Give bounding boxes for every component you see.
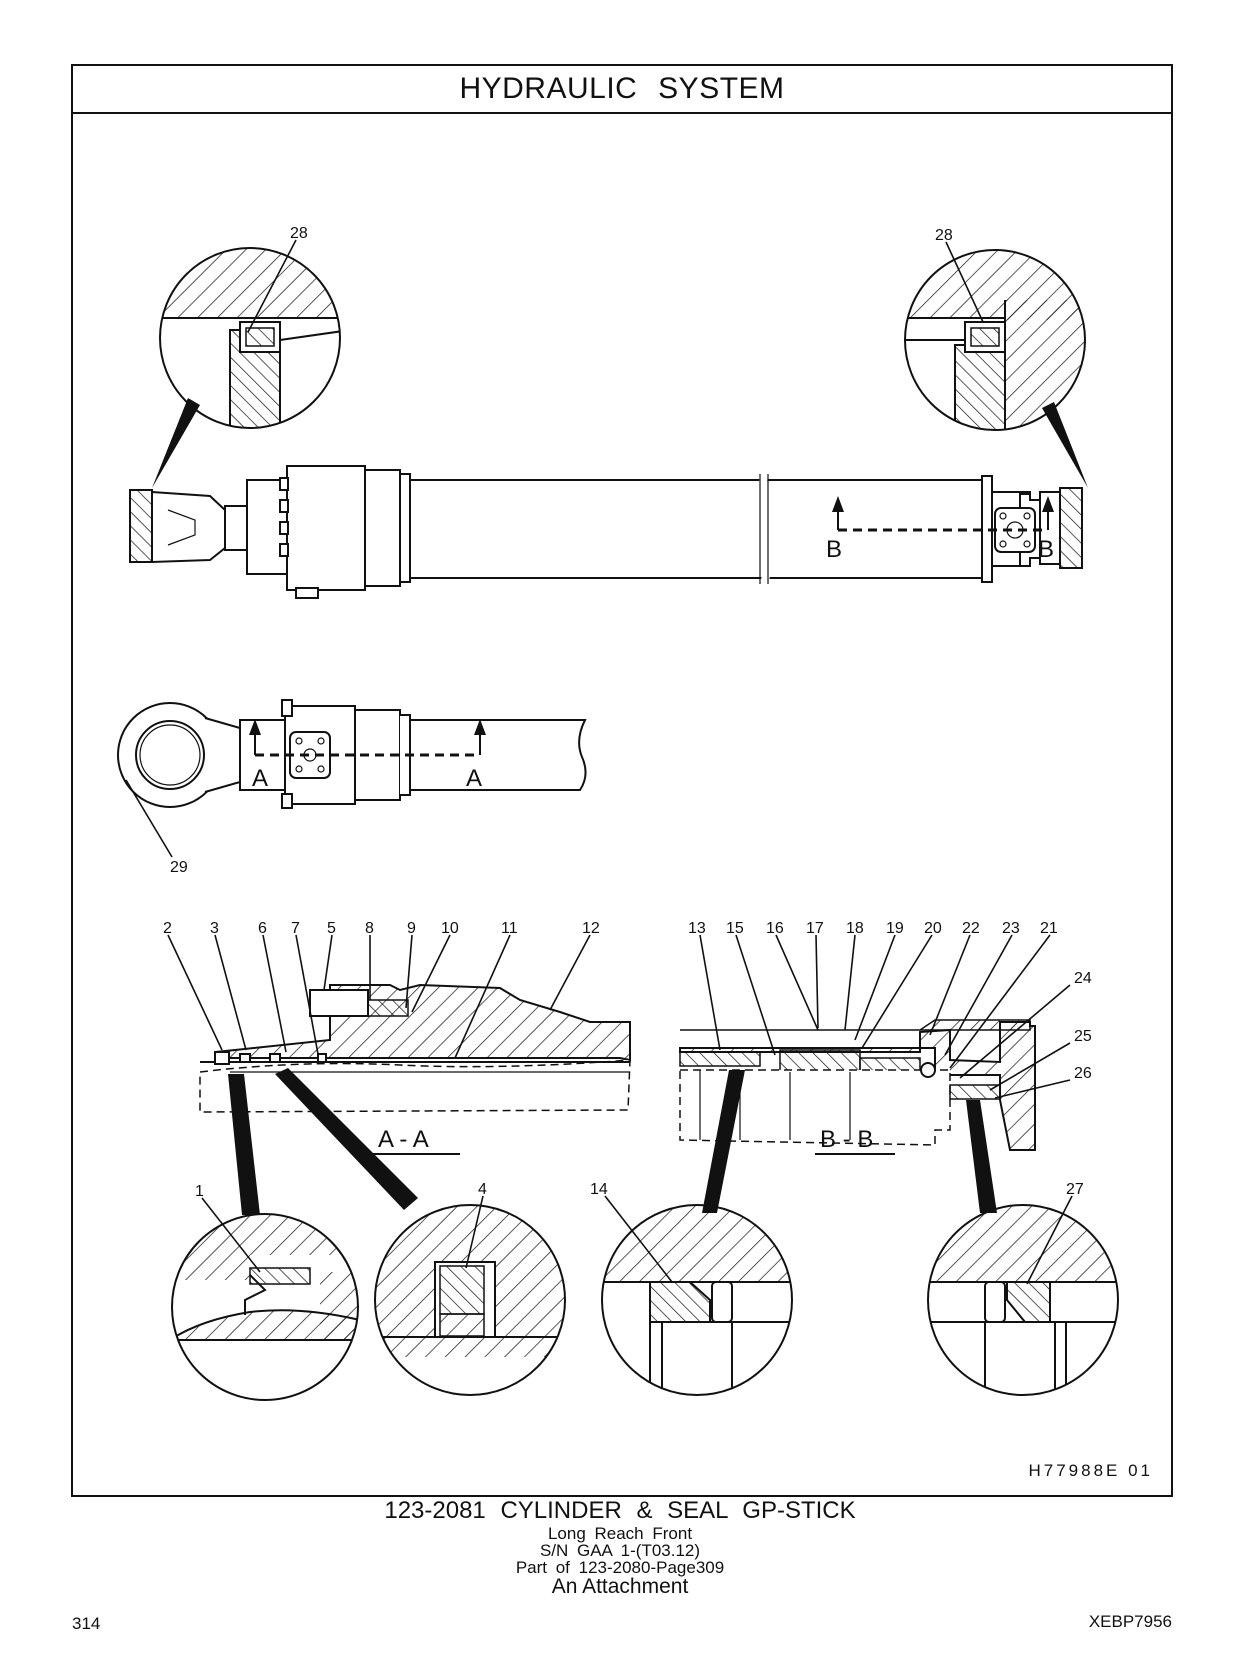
section-title-bb: B - B bbox=[820, 1126, 873, 1153]
callout-25: 25 bbox=[1074, 1028, 1092, 1045]
title-bar: HYDRAULIC SYSTEM bbox=[73, 66, 1171, 114]
section-marker-a-right: A bbox=[466, 765, 482, 792]
callout-22: 22 bbox=[962, 920, 980, 937]
callout-24: 24 bbox=[1074, 970, 1092, 987]
callout-28-left: 28 bbox=[290, 225, 308, 242]
callout-28-right: 28 bbox=[935, 227, 953, 244]
drawing-frame: HYDRAULIC SYSTEM H77988E 01 bbox=[71, 64, 1173, 1497]
detail-circle-27 bbox=[927, 1204, 1119, 1396]
callout-4: 4 bbox=[478, 1181, 487, 1198]
section-bb bbox=[679, 1019, 1036, 1213]
callout-27: 27 bbox=[1066, 1181, 1084, 1198]
caption-line-3: S/N GAA 1-(T03.12) bbox=[539, 1541, 701, 1560]
detail-circle-14 bbox=[601, 1204, 793, 1396]
callout-2: 2 bbox=[163, 920, 172, 937]
part-caption: 123-2081 CYLINDER & SEAL GP-STICK Long R… bbox=[0, 1497, 1240, 1597]
callout-15: 15 bbox=[726, 920, 744, 937]
section-title-aa: A - A bbox=[378, 1126, 429, 1153]
callout-8: 8 bbox=[365, 920, 374, 937]
cylinder-side-view bbox=[129, 465, 1083, 599]
caption-line-4: Part of 123-2080-Page309 bbox=[515, 1558, 725, 1577]
page-number: 314 bbox=[72, 1614, 101, 1633]
leader-lines bbox=[167, 239, 1073, 1285]
caption-line-2: Long Reach Front bbox=[547, 1524, 693, 1543]
section-marker-b-right: B bbox=[1038, 536, 1054, 563]
document-code: XEBP7956 bbox=[1088, 1612, 1172, 1631]
detail-circle-4 bbox=[374, 1204, 566, 1396]
callout-13: 13 bbox=[688, 920, 706, 937]
callout-19: 19 bbox=[886, 920, 904, 937]
callout-29: 29 bbox=[170, 859, 188, 876]
callout-14: 14 bbox=[590, 1181, 608, 1198]
callouts: 1 2 3 4 5 6 7 8 9 10 11 12 13 14 15 16 1… bbox=[163, 225, 1092, 1200]
callout-21: 21 bbox=[1040, 920, 1058, 937]
callout-18: 18 bbox=[846, 920, 864, 937]
callout-20: 20 bbox=[924, 920, 942, 937]
caption-line-5: An Attachment bbox=[551, 1575, 689, 1598]
callout-5: 5 bbox=[327, 920, 336, 937]
callout-10: 10 bbox=[441, 920, 459, 937]
callout-12: 12 bbox=[582, 920, 600, 937]
callout-7: 7 bbox=[291, 920, 300, 937]
callout-1: 1 bbox=[195, 1183, 204, 1200]
section-marker-b-left: B bbox=[826, 536, 842, 563]
cylinder-head-end-view bbox=[117, 699, 587, 858]
detail-circle-28-right bbox=[904, 249, 1088, 488]
section-aa bbox=[199, 983, 631, 1215]
callout-11: 11 bbox=[501, 920, 518, 937]
part-title: 123-2081 CYLINDER & SEAL GP-STICK bbox=[384, 1497, 856, 1524]
detail-circle-1 bbox=[171, 1213, 359, 1401]
callout-26: 26 bbox=[1074, 1065, 1092, 1082]
section-marker-a-left: A bbox=[252, 765, 268, 792]
callout-9: 9 bbox=[407, 920, 416, 937]
callout-16: 16 bbox=[766, 920, 784, 937]
drawing-code: H77988E 01 bbox=[1028, 1461, 1153, 1480]
callout-23: 23 bbox=[1002, 920, 1020, 937]
page-title: HYDRAULIC SYSTEM bbox=[459, 72, 785, 105]
callout-3: 3 bbox=[210, 920, 219, 937]
callout-6: 6 bbox=[258, 920, 267, 937]
callout-17: 17 bbox=[806, 920, 824, 937]
detail-circle-28-left bbox=[152, 247, 341, 488]
